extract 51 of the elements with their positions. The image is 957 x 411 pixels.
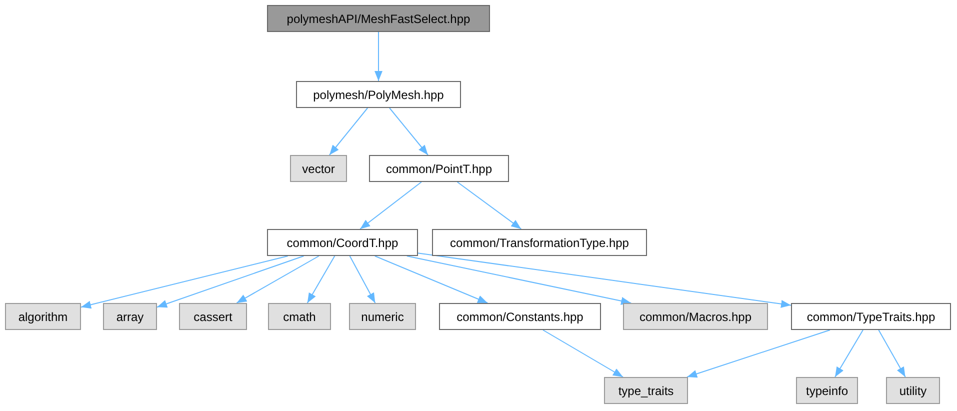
arrow [418,252,792,308]
file-box [103,303,157,330]
arrow [389,108,428,156]
arrow [374,32,382,82]
file-name: typeinfo [806,384,848,398]
file-box [267,5,490,32]
arrow [306,256,336,304]
file-name: common/TypeTraits.hpp [806,310,936,324]
file-name: numeric [361,310,404,324]
file-box [290,155,347,182]
file-box [349,303,416,330]
file-name: common/TransformationType.hpp [450,236,629,250]
arrow [374,256,488,304]
arrow [156,256,304,308]
file-name: utility [899,384,927,398]
arrow [349,256,376,304]
file-box [439,303,601,330]
file-box [369,155,509,182]
file-box [432,229,647,256]
arrow [542,330,624,378]
arrow [878,330,906,378]
file-name: type_traits [618,384,674,398]
file-box [791,303,951,330]
file-box [623,303,768,330]
file-name: common/CoordT.hpp [286,236,398,250]
file-box [268,303,331,330]
file-box [604,377,688,404]
file-box [886,377,940,404]
file-name: common/Macros.hpp [639,310,752,324]
arrow [456,182,522,230]
file-box [179,303,247,330]
arrow [80,256,288,309]
arrow [360,182,422,230]
file-name: common/Constants.hpp [456,310,584,324]
file-name: vector [302,162,335,176]
arrow [328,108,368,156]
file-box [267,229,418,256]
file-name: cmath [283,310,316,324]
arrow [406,256,632,305]
file-name: cassert [194,310,232,324]
arrow [236,256,320,304]
arrow [834,330,864,378]
file-box [5,303,81,330]
file-name: algorithm [18,310,68,324]
file-name: polymeshAPI/MeshFastSelect.hpp [286,12,470,26]
file-name: array [116,310,144,324]
file-name: polymesh/PolyMesh.hpp [313,88,444,102]
file-name: common/PointT.hpp [386,162,492,176]
file-box [796,377,858,404]
file-box [296,81,461,108]
arrow [686,330,830,378]
